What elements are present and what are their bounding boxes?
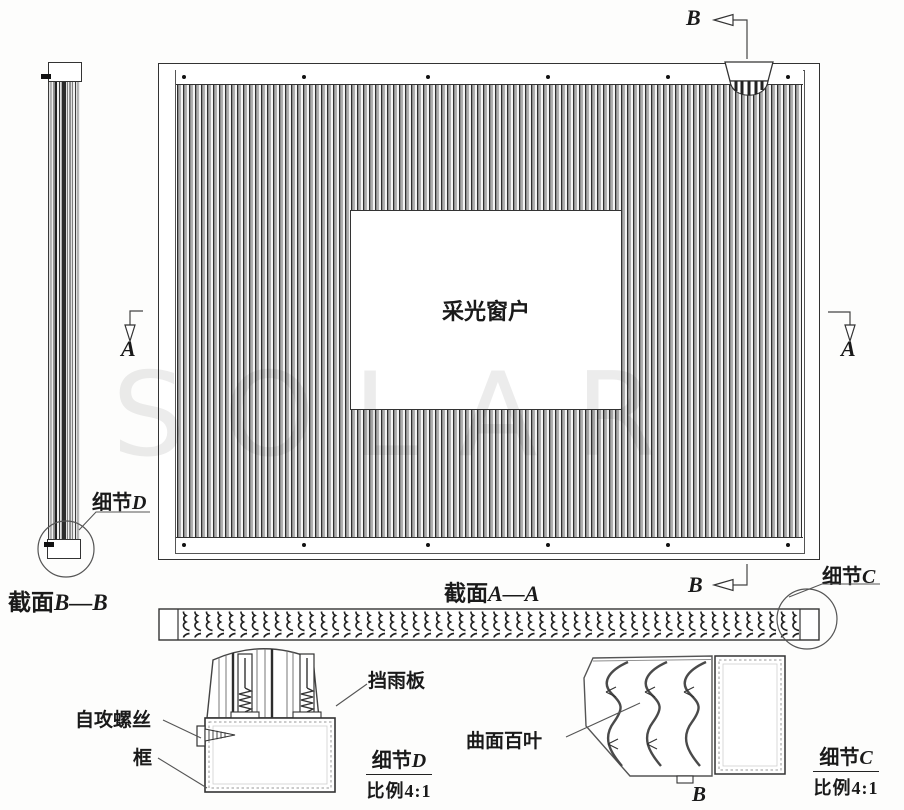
detail-c-callout: 细节C — [822, 560, 875, 589]
screw-dot — [546, 75, 550, 79]
screw-dot — [426, 75, 430, 79]
section-bb-title: 截面B—B — [8, 583, 108, 617]
detail-d-title-letter: D — [411, 750, 427, 772]
detail-d-title: 细节D — [365, 744, 433, 775]
label-frame: 框 — [133, 748, 153, 769]
section-aa-prefix: 截面 — [444, 581, 489, 606]
detail-c-title-letter: C — [859, 747, 873, 769]
screw-dot — [302, 75, 306, 79]
daylight-window-cutout: 采光窗户 — [350, 210, 622, 410]
label-self-tapping-screw: 自攻螺丝 — [75, 710, 152, 731]
section-cut-bubble — [724, 61, 774, 96]
section-marker-b-top: B — [686, 5, 701, 30]
section-aa-letters: A—A — [488, 581, 540, 606]
detail-c-title: 细节C — [813, 741, 879, 772]
detail-d-title-block: 细节D 比例4:1 — [352, 744, 446, 803]
screw-dot — [302, 543, 306, 547]
daylight-window-label: 采光窗户 — [441, 299, 530, 324]
detail-c-title-block: 细节C 比例4:1 — [798, 741, 894, 800]
side-panel-tab-top — [41, 74, 51, 79]
side-panel-tab-bottom — [44, 542, 54, 547]
detail-c-callout-letter: C — [862, 566, 876, 588]
detail-c-drawing — [583, 655, 786, 784]
label-rain-shield: 挡雨板 — [368, 671, 426, 692]
side-panel-line — [55, 80, 57, 541]
section-bb-letters: B—B — [54, 590, 108, 615]
detail-d-callout-letter: D — [132, 492, 147, 514]
detail-c-scale: 比例4:1 — [813, 778, 879, 798]
screw-dot — [786, 543, 790, 547]
label-curved-louver: 曲面百叶 — [466, 731, 543, 752]
detail-d-callout-prefix: 细节 — [92, 492, 132, 514]
detail-d-scale: 比例4:1 — [366, 781, 432, 801]
detail-d-drawing — [196, 648, 336, 793]
screw-dot — [666, 75, 670, 79]
section-marker-a-right: A — [841, 336, 856, 361]
screw-dot — [182, 75, 186, 79]
detail-c-marker-b: B — [692, 782, 707, 806]
section-aa-strip — [158, 608, 820, 641]
detail-c-title-prefix: 细节 — [819, 747, 860, 769]
detail-c-callout-prefix: 细节 — [822, 566, 862, 588]
panel-top-rail — [176, 70, 803, 85]
detail-d-title-prefix: 细节 — [371, 750, 412, 772]
screw-dot — [546, 543, 550, 547]
section-marker-b-bottom: B — [688, 572, 703, 597]
panel-bottom-rail — [176, 537, 803, 552]
side-panel-darkline — [62, 80, 66, 541]
section-bb-prefix: 截面 — [8, 590, 54, 615]
section-aa-title: 截面A—A — [444, 576, 539, 608]
screw-dot — [182, 543, 186, 547]
screw-dot — [666, 543, 670, 547]
side-panel-top-cap — [48, 62, 82, 82]
section-marker-a-left: A — [121, 336, 136, 361]
screw-dot — [786, 75, 790, 79]
screw-dot — [426, 543, 430, 547]
detail-d-callout: 细节D — [92, 486, 146, 515]
